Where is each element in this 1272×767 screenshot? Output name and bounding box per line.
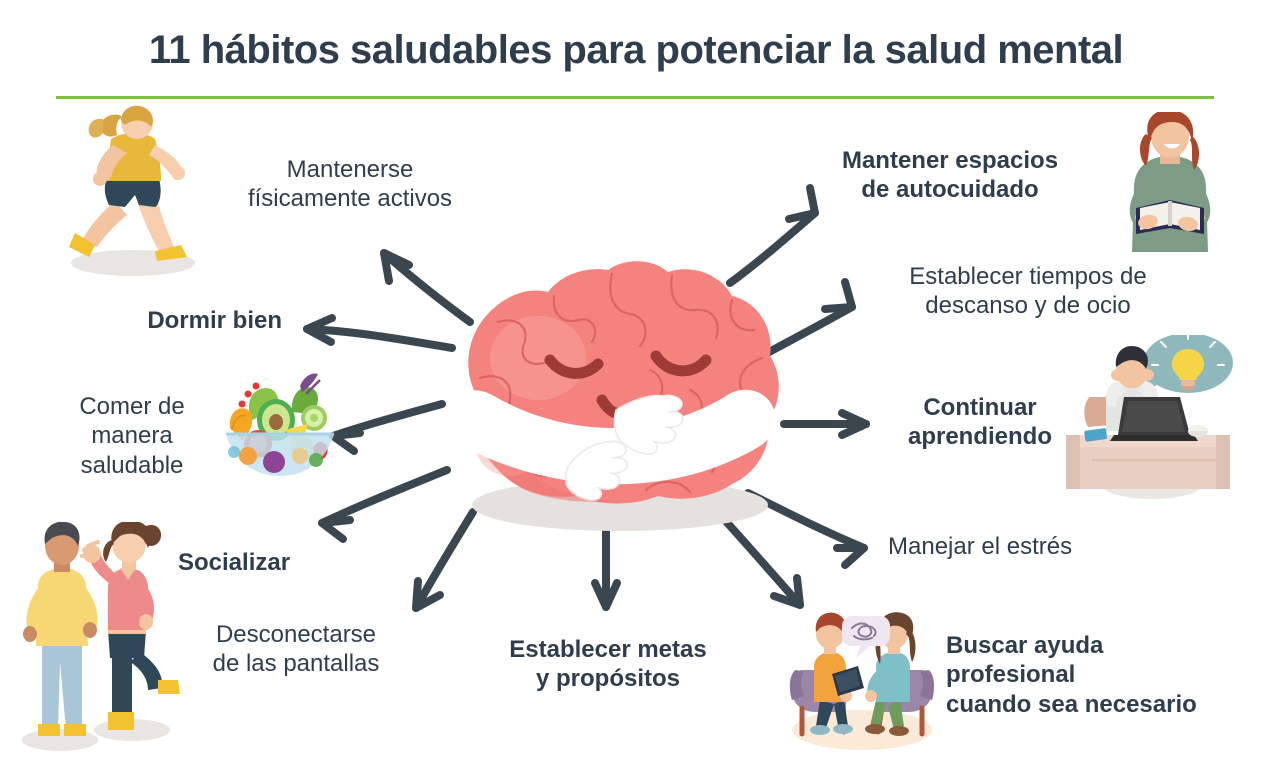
speech-bubble [842, 616, 890, 658]
brain-hugging-itself-illustration [420, 250, 820, 540]
label-socializar: Socializar [178, 549, 291, 576]
person-woman [80, 522, 180, 730]
brain-hand-right [613, 394, 684, 455]
label-manejar-estres: Manejar el estrés [888, 533, 1073, 560]
person-at-desk-idea-illustration [1048, 335, 1248, 515]
running-woman-illustration [45, 105, 215, 280]
brain-hugging-arms [450, 389, 776, 501]
label-comer-saludable: Comer de manera saludable [79, 393, 185, 479]
therapist-figure [810, 612, 864, 735]
label-desconectarse-pantallas: Desconectarse de las pantallas [212, 621, 380, 678]
salad-bowl-illustration [222, 368, 340, 480]
brain-right-eye [650, 350, 712, 377]
therapy-session-illustration [782, 608, 942, 758]
label-buscar-ayuda-profesional: Buscar ayuda profesional cuando sea nece… [946, 632, 1197, 718]
title-underline-rule [56, 96, 1214, 99]
page-title: 11 hábitos saludables para potenciar la … [148, 28, 1124, 72]
label-dormir-bien: Dormir bien [147, 307, 282, 334]
label-mantener-espacios-autocuidado: Mantener espacios de autocuidado [841, 147, 1059, 204]
woman-reading-book-illustration [1100, 112, 1250, 267]
label-continuar-aprendiendo: Continuar aprendiendo [907, 394, 1052, 451]
label-establecer-tiempos-descanso: Establecer tiempos de descanso y de ocio [909, 263, 1147, 320]
label-establecer-metas: Establecer metas y propósitos [509, 636, 707, 693]
brain-hand-left [564, 440, 628, 501]
label-mantenerse-activos: Mantenerse físicamente activos [247, 156, 453, 213]
two-people-talking-illustration [12, 522, 202, 762]
brain-left-eye [544, 354, 604, 379]
person-man [23, 522, 98, 736]
